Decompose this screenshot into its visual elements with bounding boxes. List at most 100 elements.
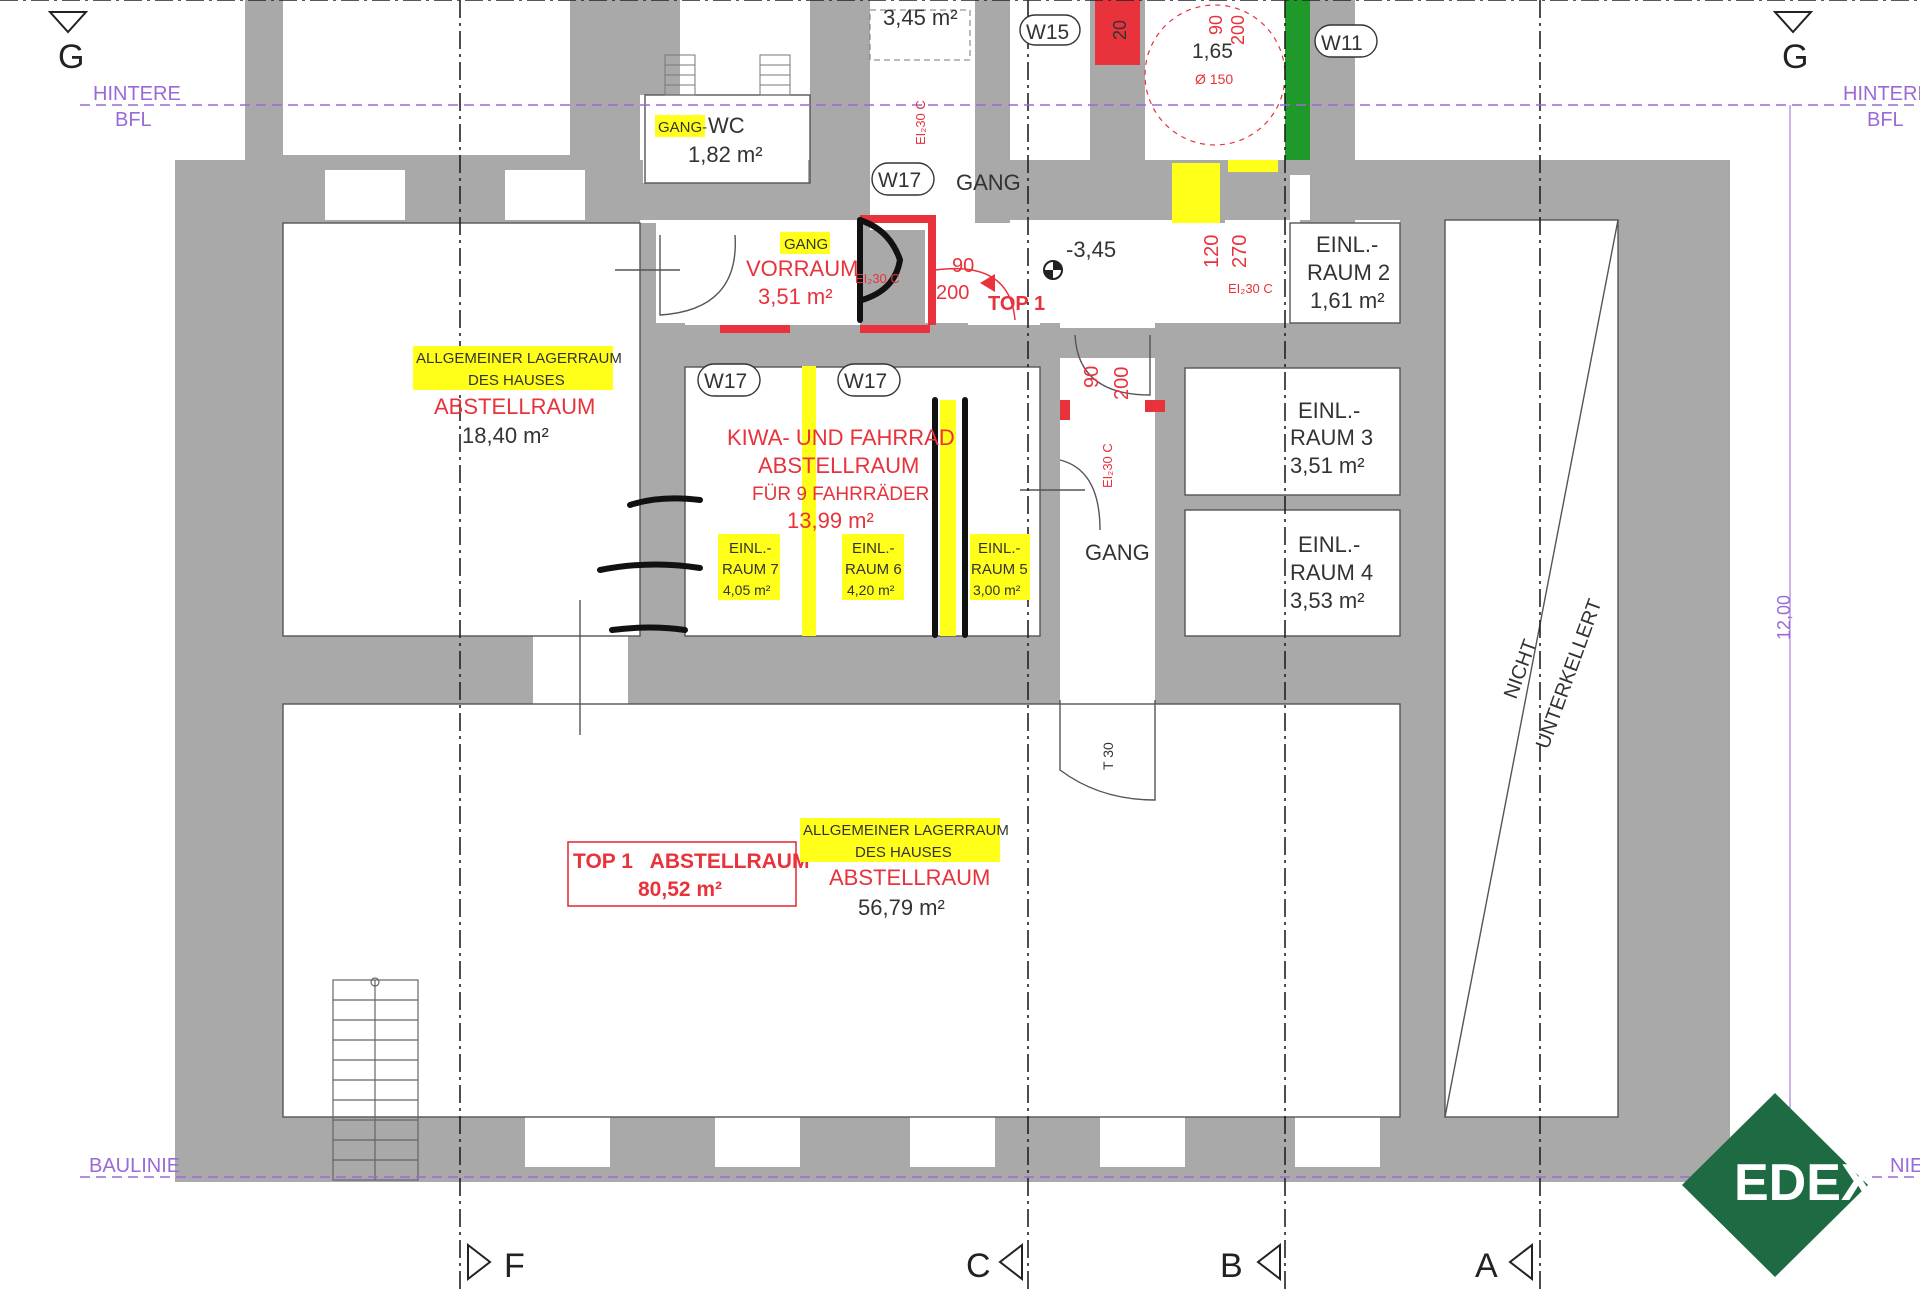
w17-tag-left: [697, 363, 761, 397]
room-outlines: [282, 94, 1619, 1118]
yellow-blocks: [802, 160, 1278, 636]
dim-270: 270: [1229, 235, 1251, 268]
lager-area: 18,40 m²: [462, 423, 549, 448]
stairs-icon: [664, 9, 971, 96]
einl4-line1: EINL.-: [1298, 532, 1360, 557]
marker-strokes: [597, 217, 968, 638]
stairs-icon: [332, 977, 419, 1181]
top1-box-line1: TOP 1 ABSTELLRAUM: [573, 850, 809, 873]
w17-label-left: W17: [704, 370, 747, 393]
vorraum-highlight: [780, 232, 830, 254]
kiwa-area: 13,99 m²: [787, 508, 874, 533]
top1-box-line2: 80,52 m²: [638, 878, 722, 901]
w11-label: W11: [1321, 32, 1363, 55]
section-c: C: [966, 1247, 991, 1285]
einl4-area: 3,53 m²: [1290, 588, 1365, 613]
einl6-line2: RAUM 6: [845, 561, 902, 578]
w15-tag: [1019, 14, 1081, 46]
dim-90-b: 90: [1081, 366, 1103, 388]
einl3-line2: RAUM 3: [1290, 425, 1373, 450]
ei30-vorraum: EI₂30 C: [855, 271, 900, 286]
t30-label: T 30: [1100, 742, 1116, 770]
dim-120: 120: [1201, 235, 1223, 268]
einl5-line1: EINL.-: [978, 540, 1021, 557]
w17-label-top: W17: [878, 169, 921, 192]
green-wall: [1285, 0, 1310, 160]
einl5-area: 3,00 m²: [973, 582, 1021, 598]
section-g-left: G: [58, 38, 84, 76]
ei30-top: EI₂30 C: [913, 100, 928, 145]
einl7-line1: EINL.-: [729, 540, 772, 557]
vorraum-gang-label: GANG: [784, 236, 828, 253]
top1-box: [567, 841, 797, 907]
height-dim: 12,00: [1774, 595, 1794, 640]
hintere-left: HINTERE: [93, 83, 181, 105]
vorraum-area: 3,51 m²: [758, 284, 833, 309]
dim-150: Ø 150: [1195, 71, 1233, 87]
red-frames: [720, 0, 1286, 420]
dim-200-b: 200: [1111, 367, 1133, 400]
edex-logo-text: EDEX: [1734, 1154, 1876, 1212]
big-lager-area: 56,79 m²: [858, 895, 945, 920]
edex-logo: [1682, 1093, 1868, 1277]
hintere-right: HINTERE: [1843, 83, 1920, 105]
gang-mid-label: GANG: [1085, 540, 1150, 565]
wc-label: WC: [708, 113, 745, 138]
einl2-line1: EINL.-: [1316, 232, 1378, 257]
big-lager-hl-line1: ALLGEMEINER LAGERRAUM: [803, 822, 1009, 839]
bfl-left: BFL: [115, 109, 152, 131]
w17-label-mid: W17: [844, 370, 887, 393]
wc-highlight: [655, 115, 705, 137]
section-g-right: G: [1782, 38, 1808, 76]
dim-90: 90: [952, 255, 974, 277]
lager-hl-line2: DES HAUSES: [468, 372, 565, 389]
big-lager-label: ABSTELLRAUM: [829, 865, 990, 890]
bfl-right: BFL: [1867, 109, 1904, 131]
section-a: A: [1475, 1247, 1498, 1285]
purple-lines: [80, 104, 1920, 1178]
lager-label: ABSTELLRAUM: [434, 394, 595, 419]
einl3-line1: EINL.-: [1298, 398, 1360, 423]
dim-200-top: 200: [1228, 15, 1248, 45]
dim-165: 1,65: [1192, 40, 1233, 63]
ei30-right: EI₂30 C: [1228, 281, 1273, 296]
doors: [579, 234, 1156, 801]
w17-tag-mid: [837, 363, 901, 397]
gang-top-label: GANG: [956, 170, 1021, 195]
big-lager-hl-line2: DES HAUSES: [855, 844, 952, 861]
w11-tag: [1314, 24, 1378, 58]
einl2-area: 1,61 m²: [1310, 288, 1385, 313]
einl4-line2: RAUM 4: [1290, 560, 1373, 585]
section-b: B: [1220, 1247, 1243, 1285]
einl6-area: 4,20 m²: [847, 582, 895, 598]
section-f: F: [504, 1247, 525, 1285]
baulinie-left: BAULINIE: [89, 1155, 180, 1177]
section-markers: [47, 11, 1814, 1282]
ei30-gang: EI₂30 C: [1100, 443, 1115, 488]
einl2-line2: RAUM 2: [1307, 260, 1390, 285]
einl6-highlight: [842, 534, 904, 600]
einl6-line1: EINL.-: [852, 540, 895, 557]
einl5-highlight: [970, 534, 1030, 600]
wc-area: 1,82 m²: [688, 142, 763, 167]
w17-tag-top: [871, 162, 935, 196]
arrow-icon: [980, 274, 995, 292]
level-marker-fill: [1044, 261, 1062, 279]
vorraum-label: VORRAUM: [746, 256, 858, 281]
einl3-area: 3,51 m²: [1290, 453, 1365, 478]
nie-right: NIE: [1890, 1155, 1920, 1177]
einl7-highlight: [718, 534, 780, 600]
lager-highlight: [413, 346, 613, 390]
big-lager-highlight: [800, 818, 1000, 862]
dim-200: 200: [936, 282, 969, 304]
top-area: 3,45 m²: [883, 5, 958, 30]
einl5-line2: RAUM 5: [971, 561, 1028, 578]
kiwa-line1: KIWA- UND FAHRRAD: [727, 425, 955, 450]
einl7-area: 4,05 m²: [723, 582, 771, 598]
kiwa-line3: FÜR 9 FAHRRÄDER: [752, 484, 929, 505]
einl7-line2: RAUM 7: [722, 561, 779, 578]
dim-90-top: 90: [1206, 15, 1226, 35]
lager-hl-line1: ALLGEMEINER LAGERRAUM: [416, 350, 622, 367]
